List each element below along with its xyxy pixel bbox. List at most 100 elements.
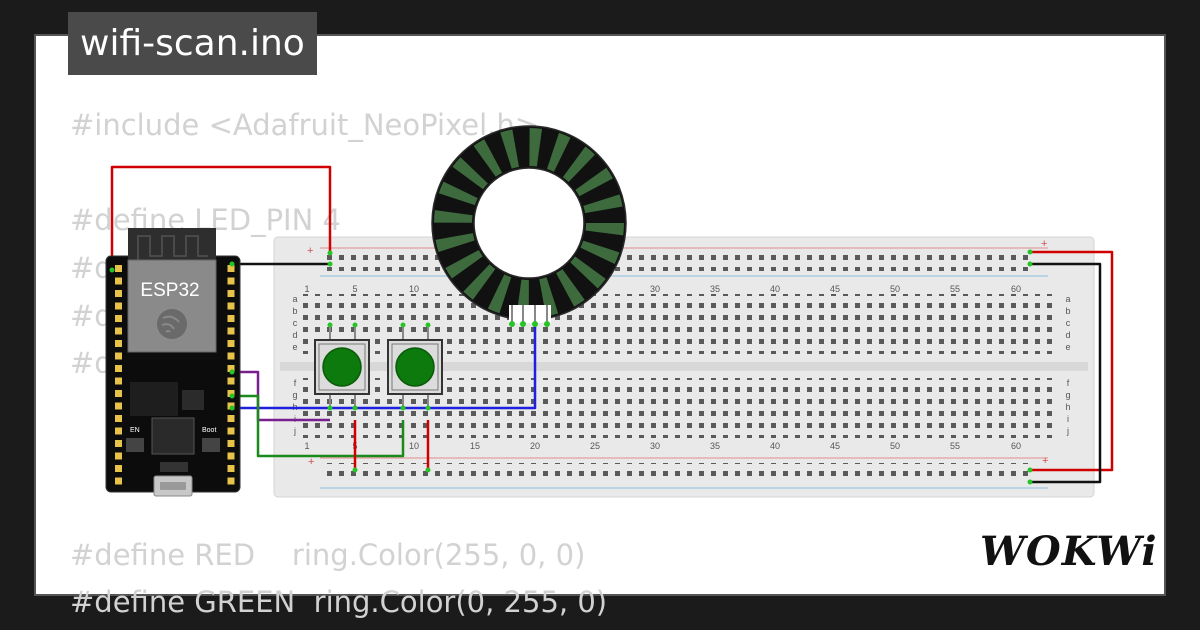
wire-ring-data[interactable] <box>238 322 537 410</box>
row-letter: b <box>292 306 297 316</box>
row-letter: c <box>293 318 298 328</box>
esp32-board-icon[interactable]: ESP32 EN Boot <box>105 228 241 497</box>
center-channel <box>280 362 1088 371</box>
wire-endpoints <box>327 249 1033 485</box>
pin-dot <box>1027 479 1033 485</box>
col-num: 55 <box>950 284 960 294</box>
code-line-6: #define RED ring.Color(255, 0, 0) <box>70 538 586 572</box>
pin-dot <box>509 321 515 327</box>
esp32-pin-header-left <box>110 264 122 488</box>
boot-label: Boot <box>202 427 216 434</box>
pin-dot <box>352 467 358 473</box>
wire-ground-rail-bridge[interactable] <box>1030 262 1102 484</box>
ring-inner <box>473 167 585 279</box>
rail-plus-label-bottom-right: + <box>1042 455 1048 467</box>
rail-plus-label: + <box>307 245 313 257</box>
wire-power-rail-bridge[interactable] <box>1030 250 1114 472</box>
pushbutton-2[interactable] <box>387 322 443 411</box>
row-letter: e <box>292 342 297 352</box>
row-letter: c <box>1066 318 1071 328</box>
col-num: 5 <box>352 284 357 294</box>
pin-dot <box>544 321 550 327</box>
col-num: 50 <box>890 441 900 451</box>
row-letter: d <box>292 330 297 340</box>
column-numbers-bottom: 1 5 10 15 20 25 30 35 40 45 50 55 60 <box>304 441 1021 451</box>
pin-dot <box>1027 249 1033 255</box>
espressif-logo-icon <box>157 309 187 339</box>
row-letter: j <box>1066 426 1069 436</box>
col-num: 15 <box>470 441 480 451</box>
pin-dot <box>229 405 235 411</box>
ring-pin-gap <box>509 305 551 323</box>
col-num: 60 <box>1011 441 1021 451</box>
row-letters: a b c d e f g h i j a b c d e f g h i j <box>292 294 1070 436</box>
col-num: 10 <box>409 441 419 451</box>
col-num: 50 <box>890 284 900 294</box>
rail-holes-top <box>326 251 1034 271</box>
row-letter: g <box>1065 390 1070 400</box>
col-num: 30 <box>650 284 660 294</box>
antenna-trace <box>137 235 208 262</box>
filename-tab: wifi-scan.ino <box>68 12 317 75</box>
pin-dot <box>352 322 358 328</box>
button-cap[interactable] <box>395 347 435 387</box>
row-letter: g <box>292 390 297 400</box>
col-num: 45 <box>830 284 840 294</box>
pin-dot <box>532 321 538 327</box>
row-letter: b <box>1065 306 1070 316</box>
pin-dot <box>109 267 115 273</box>
row-letter: i <box>1067 414 1069 424</box>
row-letter: a <box>1065 294 1070 304</box>
col-num: 1 <box>304 284 309 294</box>
wire-button2-signal[interactable] <box>238 394 405 458</box>
ring-leds <box>434 128 624 318</box>
button-frame <box>318 343 366 391</box>
rail-holes-bottom <box>326 463 1034 483</box>
pin-dot <box>229 393 235 399</box>
col-num: 35 <box>710 441 720 451</box>
en-label: EN <box>130 427 140 434</box>
wire-power-esp32[interactable] <box>110 165 332 270</box>
row-letter: j <box>293 426 296 436</box>
pin-dot <box>229 261 235 267</box>
pin-dot <box>400 322 406 328</box>
esp32-pin-header-right <box>224 264 236 488</box>
rail-plus-label-right: + <box>1041 238 1047 250</box>
col-num: 30 <box>650 441 660 451</box>
en-button[interactable] <box>126 438 144 452</box>
col-num: 20 <box>530 441 540 451</box>
row-letter: f <box>1067 378 1070 388</box>
pin-dot <box>520 321 526 327</box>
col-num: 25 <box>590 441 600 451</box>
boot-button[interactable] <box>202 438 220 452</box>
button-frame <box>391 343 439 391</box>
pin-dot <box>327 250 333 256</box>
button-cap[interactable] <box>322 347 362 387</box>
pin-dot <box>352 405 358 411</box>
pin-dot <box>425 322 431 328</box>
col-num: 10 <box>409 284 419 294</box>
col-num: 35 <box>710 284 720 294</box>
col-num: 40 <box>770 441 780 451</box>
col-num: 45 <box>830 441 840 451</box>
pin-dot <box>327 322 333 328</box>
code-line-7: #define GREEN ring.Color(0, 255, 0) <box>70 585 608 619</box>
espressif-logo-mark <box>161 315 180 333</box>
pin-dot <box>425 405 431 411</box>
pin-dot <box>327 261 333 267</box>
row-letter: h <box>1065 402 1070 412</box>
neopixel-ring-icon[interactable] <box>431 125 627 327</box>
pin-dot <box>229 369 235 375</box>
pin-dot <box>425 467 431 473</box>
pushbutton-1[interactable] <box>314 322 370 411</box>
col-num: 55 <box>950 441 960 451</box>
col-num: 40 <box>770 284 780 294</box>
pin-dot <box>400 405 406 411</box>
usb-port-inner <box>160 482 186 490</box>
esp32-chip-small <box>182 390 204 410</box>
col-num: 60 <box>1011 284 1021 294</box>
esp32-regulator-area <box>130 382 178 416</box>
esp32-wire-endpoints <box>109 261 235 411</box>
